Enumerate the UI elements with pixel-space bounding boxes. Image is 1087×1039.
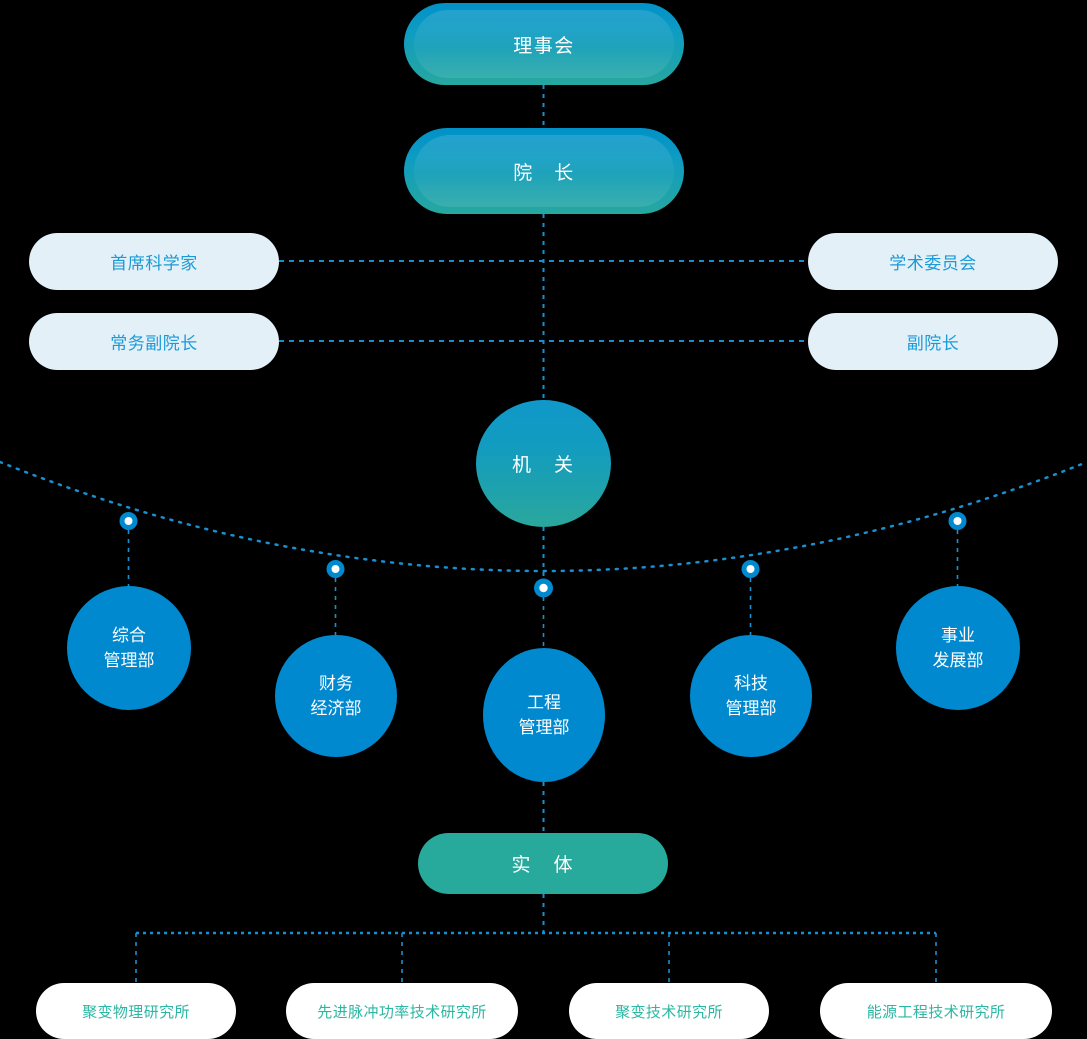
node-academic-committee-label: 学术委员会 — [889, 254, 977, 273]
node-vice-president[interactable]: 副院长 — [808, 313, 1058, 370]
node-agency-label: 机 关 — [511, 455, 575, 476]
node-department-business-development-label: 事业 发展部 — [932, 625, 984, 671]
node-institute-energy-engineering-label: 能源工程技术研究所 — [866, 1003, 1006, 1021]
node-institute-fusion-technology[interactable]: 聚变技术研究所 — [569, 983, 769, 1039]
node-department-science-technology-management[interactable]: 科技 管理部 — [690, 635, 812, 757]
node-chief-scientist[interactable]: 首席科学家 — [29, 233, 279, 290]
arc-node-marker-5 — [948, 512, 967, 530]
node-department-finance-economics[interactable]: 财务 经济部 — [275, 635, 397, 757]
node-institute-advanced-pulsed-power-label: 先进脉冲功率技术研究所 — [317, 1003, 487, 1021]
node-institute-advanced-pulsed-power[interactable]: 先进脉冲功率技术研究所 — [286, 983, 518, 1039]
node-entity-label: 实 体 — [511, 855, 575, 876]
arc-node-marker-1 — [119, 512, 138, 530]
node-department-general-management-label: 综合 管理部 — [103, 625, 155, 671]
node-executive-vice-president[interactable]: 常务副院长 — [29, 313, 279, 370]
node-executive-vice-president-label: 常务副院长 — [110, 334, 198, 353]
node-department-engineering-management[interactable]: 工程 管理部 — [483, 648, 605, 782]
node-chief-scientist-label: 首席科学家 — [110, 254, 198, 273]
node-institute-fusion-physics[interactable]: 聚变物理研究所 — [36, 983, 236, 1039]
node-entity[interactable]: 实 体 — [418, 833, 668, 894]
arc-node-marker-2 — [326, 560, 345, 578]
node-department-general-management[interactable]: 综合 管理部 — [67, 586, 191, 710]
node-department-engineering-management-label: 工程 管理部 — [518, 692, 570, 738]
node-department-business-development[interactable]: 事业 发展部 — [896, 586, 1020, 710]
node-president-label: 院 长 — [513, 162, 575, 184]
node-president[interactable]: 院 长 — [404, 128, 684, 214]
node-academic-committee[interactable]: 学术委员会 — [808, 233, 1058, 290]
node-institute-energy-engineering[interactable]: 能源工程技术研究所 — [820, 983, 1052, 1039]
node-board[interactable]: 理事会 — [404, 3, 684, 85]
node-board-label: 理事会 — [513, 35, 575, 57]
node-institute-fusion-physics-label: 聚变物理研究所 — [82, 1003, 190, 1021]
node-institute-fusion-technology-label: 聚变技术研究所 — [615, 1003, 723, 1021]
arc-node-marker-3 — [534, 578, 553, 598]
node-agency[interactable]: 机 关 — [476, 400, 611, 527]
node-department-science-technology-management-label: 科技 管理部 — [725, 673, 777, 719]
node-department-finance-economics-label: 财务 经济部 — [310, 673, 362, 719]
node-vice-president-label: 副院长 — [906, 334, 960, 353]
arc-node-marker-4 — [741, 560, 760, 578]
